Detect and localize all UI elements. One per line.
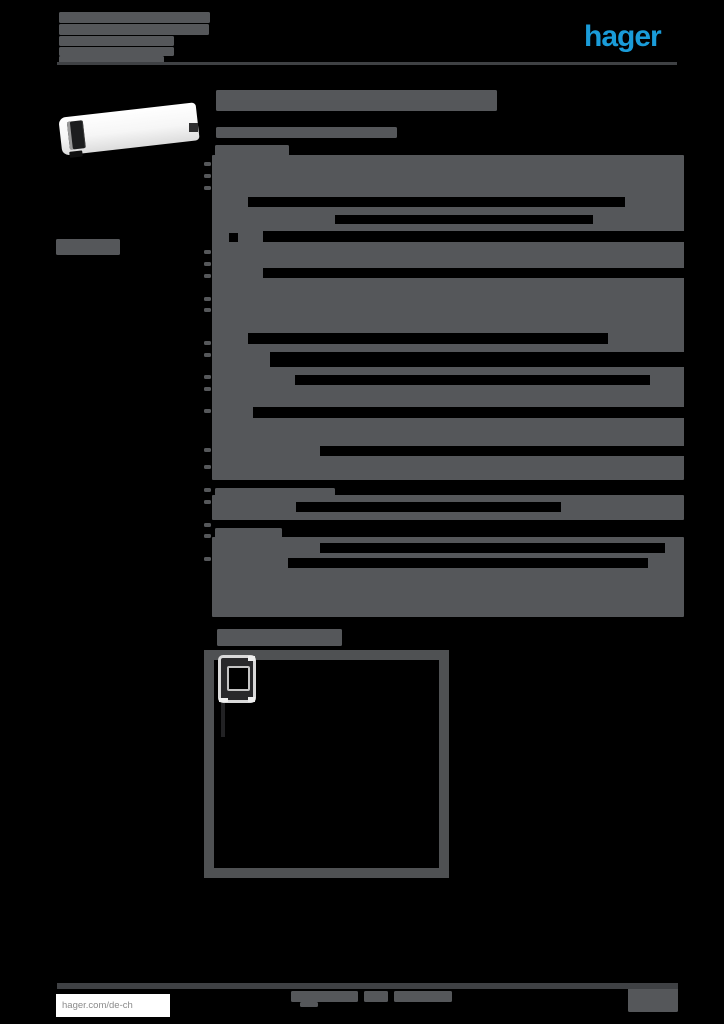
redacted-text-line — [204, 465, 211, 469]
redacted-text-line — [59, 36, 174, 46]
redacted-text-line — [215, 488, 335, 496]
redacted-text-line — [215, 145, 289, 156]
redacted-text-line — [364, 991, 388, 1002]
redacted-text-line — [217, 629, 342, 646]
redacted-text-line — [216, 127, 397, 138]
redacted-text-line — [59, 56, 164, 63]
redacted-text-line — [56, 239, 120, 255]
cross-section-tab-icon — [248, 656, 255, 661]
product-shadow-fragment — [189, 123, 198, 132]
redacted-text-line — [59, 47, 174, 56]
dimension-line — [221, 703, 225, 737]
redacted-text-line — [204, 341, 211, 345]
redacted-text-line — [204, 162, 211, 166]
divider-rule — [57, 983, 678, 989]
text-line-gap — [320, 446, 684, 456]
redacted-text-line — [59, 12, 210, 23]
divider-rule — [57, 62, 677, 65]
trunking-cross-section-drawing — [218, 655, 256, 703]
product-duct-foot — [69, 150, 83, 158]
redacted-text-line — [628, 988, 678, 1012]
redacted-text-line — [204, 186, 211, 190]
redacted-text-line — [204, 500, 211, 504]
redacted-text-line — [204, 375, 211, 379]
redacted-text-line — [204, 297, 211, 301]
redacted-text-line — [204, 353, 211, 357]
text-line-gap — [263, 231, 684, 242]
redacted-text-line — [204, 250, 211, 254]
redacted-text-line — [204, 308, 211, 312]
redacted-text-line — [204, 523, 211, 527]
text-line-gap — [288, 558, 648, 568]
cross-section-tab-icon — [219, 698, 228, 702]
footer-url-box: hager.com/de-ch — [56, 994, 170, 1017]
product-duct-endcap — [66, 120, 86, 150]
redacted-text-line — [204, 174, 211, 178]
redacted-text-line — [394, 991, 452, 1002]
cross-section-cavity — [227, 666, 250, 691]
text-line-gap — [270, 352, 684, 367]
redacted-text-line — [204, 448, 211, 452]
redacted-text-block — [212, 155, 684, 480]
text-line-gap — [296, 502, 561, 512]
redacted-text-line — [204, 262, 211, 266]
text-line-gap — [320, 543, 665, 553]
redacted-text-line — [204, 534, 211, 538]
text-line-gap — [263, 268, 684, 278]
redacted-text-line — [216, 90, 497, 111]
text-line-gap — [295, 375, 650, 385]
text-line-gap — [248, 333, 608, 344]
redacted-text-line — [204, 409, 211, 413]
text-line-gap — [248, 197, 625, 207]
cross-section-tab-icon — [248, 697, 255, 702]
redacted-text-line — [204, 557, 211, 561]
product-photo — [58, 92, 210, 168]
redacted-text-line — [215, 528, 282, 538]
redacted-text-line — [291, 991, 358, 1002]
redacted-text-line — [300, 1002, 318, 1007]
text-line-gap — [253, 407, 684, 418]
redacted-text-line — [204, 387, 211, 391]
footer-url: hager.com/de-ch — [62, 1000, 133, 1011]
redacted-text-line — [59, 24, 209, 35]
text-line-gap — [335, 215, 593, 224]
redacted-text-line — [204, 274, 211, 278]
hager-logo: hager — [584, 20, 662, 53]
redacted-text-line — [204, 488, 211, 492]
product-duct-body — [58, 102, 200, 158]
text-line-gap — [229, 233, 238, 242]
